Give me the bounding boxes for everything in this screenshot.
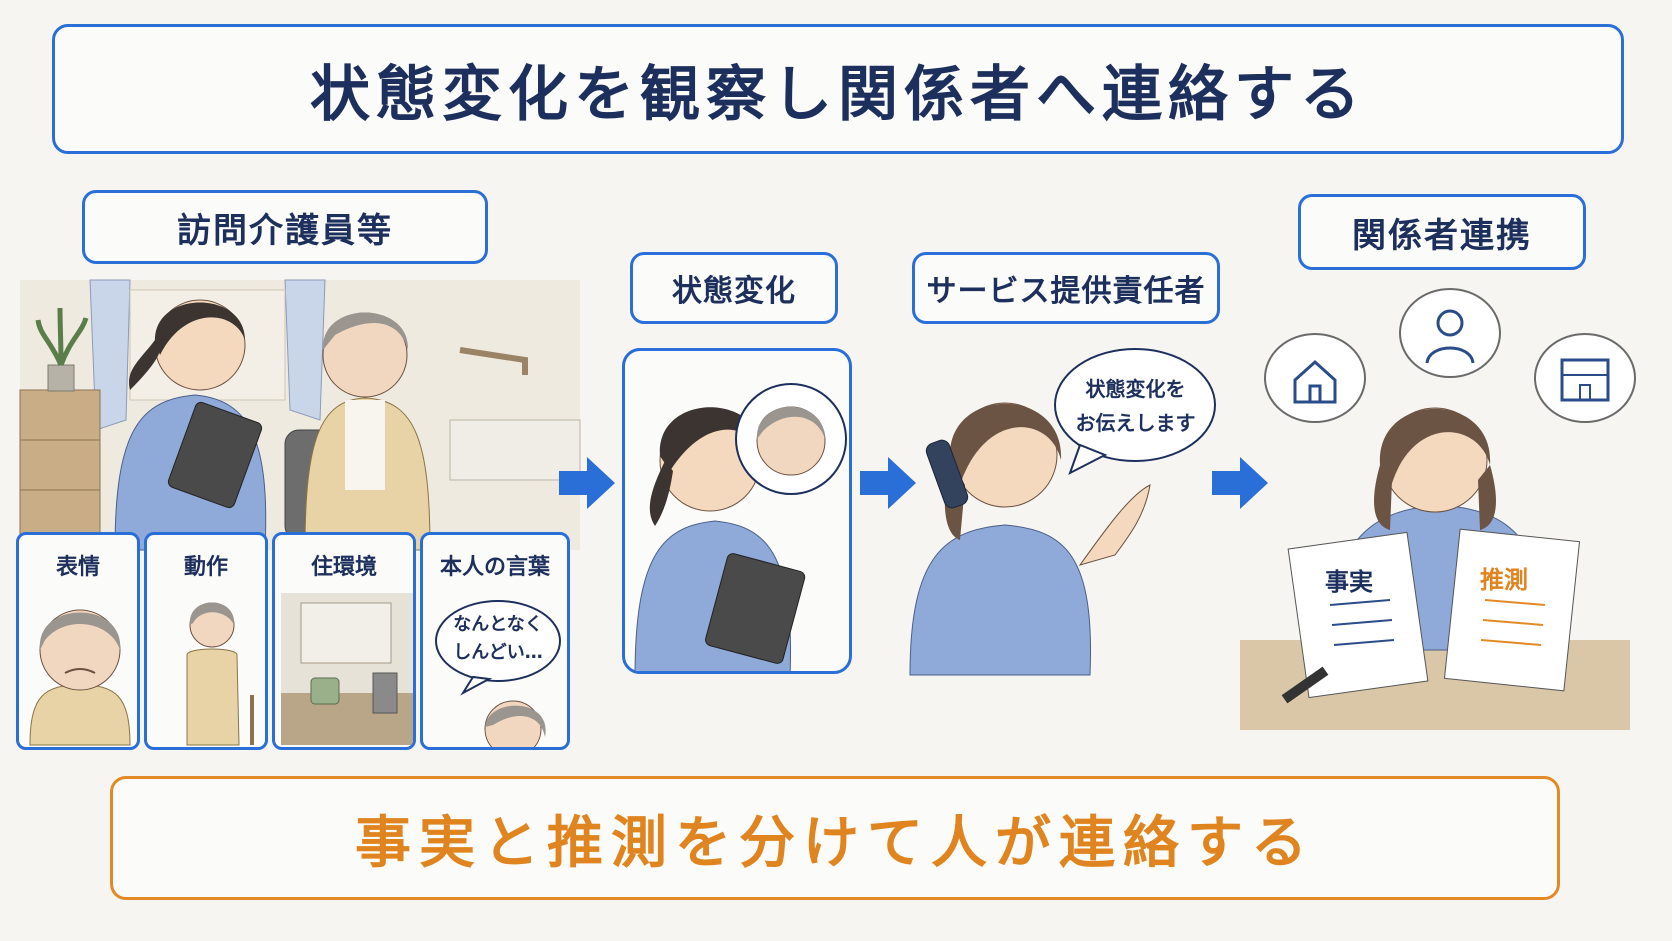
section-label-change: 状態変化 <box>630 252 838 324</box>
document-label-fact: 事実 <box>1325 568 1373 596</box>
manager-speech-line2: お伝えします <box>1075 411 1196 435</box>
coordinator-with-documents-illustration <box>1240 407 1630 730</box>
manager-speech-bubble <box>1054 348 1216 476</box>
observation-panel-environment: 住環境 <box>272 532 416 750</box>
caregiver-visit-illustration <box>19 279 581 551</box>
document-label-guess: 推測 <box>1480 566 1528 594</box>
manager-speech-line1: 状態変化を <box>1085 377 1186 401</box>
manager-phone-illustration <box>909 402 1151 676</box>
elderly-face-illustration <box>29 609 131 746</box>
thought-bubble-doctor <box>1399 288 1501 378</box>
arrow-icon-1 <box>559 457 615 509</box>
state-change-panel <box>622 348 852 674</box>
speech-bubble-shape <box>435 600 561 696</box>
observation-panel-movement: 動作 <box>144 532 268 750</box>
page-title: 状態変化を観察し関係者へ連絡する <box>52 24 1624 154</box>
observation-label-words: 本人の言葉 <box>439 555 550 580</box>
section-label-manager: サービス提供責任者 <box>912 252 1220 324</box>
room-environment-illustration <box>281 593 413 745</box>
observation-panel-expression: 表情 <box>16 532 140 750</box>
observation-label-expression: 表情 <box>55 555 100 580</box>
speech-text-line2: しんどい… <box>453 642 543 663</box>
thought-bubble-facility <box>1534 333 1636 423</box>
elderly-profile-illustration <box>484 700 546 747</box>
footer-message: 事実と推測を分けて人が連絡する <box>110 776 1560 900</box>
section-label-staff: 訪問介護員等 <box>82 190 488 264</box>
caregiver-noting-illustration <box>634 383 847 671</box>
arrow-icon-3 <box>1212 457 1268 509</box>
observation-panel-words: 本人の言葉 なんとなく しんどい… <box>420 532 570 750</box>
observation-label-movement: 動作 <box>183 555 228 580</box>
arrow-icon-2 <box>860 457 916 509</box>
elderly-walking-illustration <box>186 602 254 746</box>
observation-label-environment: 住環境 <box>310 555 377 580</box>
speech-text-line1: なんとなく <box>453 614 543 635</box>
thought-bubble-home <box>1264 333 1366 423</box>
section-label-partners: 関係者連携 <box>1298 194 1586 270</box>
